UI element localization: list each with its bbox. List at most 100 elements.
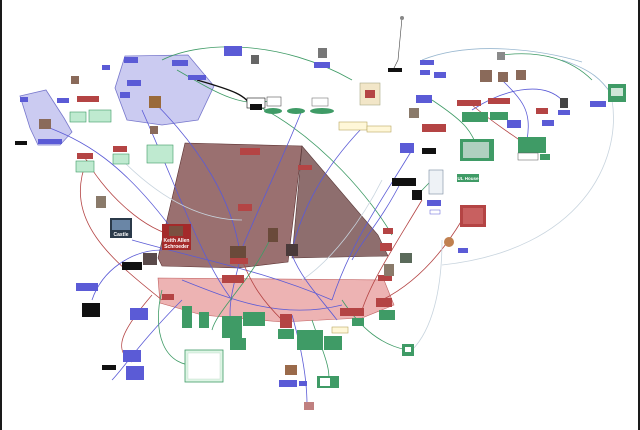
node-box[interactable] [400,143,414,153]
node-box[interactable] [392,178,416,186]
node-box[interactable] [102,365,116,370]
node-box[interactable] [488,98,510,104]
node-box[interactable] [69,111,87,123]
node-box[interactable] [102,65,110,70]
node-box[interactable] [224,46,242,56]
node-box[interactable] [75,160,95,173]
node-box[interactable] [146,144,174,164]
node-box[interactable] [405,347,411,352]
node-image[interactable] [444,237,454,247]
node-dot[interactable] [400,16,404,20]
node-box[interactable] [434,72,446,78]
node-box[interactable] [15,141,27,145]
node-box[interactable] [162,294,174,300]
node-box[interactable] [278,329,294,339]
node-box[interactable] [57,98,69,103]
node-box[interactable] [113,146,127,152]
node-box[interactable] [428,169,444,195]
node-box[interactable] [340,308,364,316]
node-box[interactable] [299,381,307,386]
node-box[interactable] [540,154,550,160]
ul-house-node[interactable] [457,174,479,182]
node-box[interactable] [123,350,141,362]
node-box[interactable] [379,310,395,320]
node-image[interactable] [149,96,161,108]
node-image[interactable] [96,196,106,208]
node-box[interactable] [498,72,508,82]
node-box[interactable] [297,330,323,350]
node-box[interactable] [38,139,62,144]
node-box[interactable] [338,121,368,131]
node-box[interactable] [507,120,521,128]
node-box[interactable] [560,98,568,108]
node-box[interactable] [427,200,441,206]
node-box[interactable] [240,148,260,155]
node-box[interactable] [187,352,221,380]
node-box[interactable] [230,258,248,264]
node-image[interactable] [82,303,100,317]
node-box[interactable] [611,88,623,96]
node-image[interactable] [412,190,422,200]
node-ellipse[interactable] [310,108,334,114]
node-box[interactable] [388,68,402,72]
node-box[interactable] [77,96,99,102]
node-image[interactable] [304,402,314,410]
node-ellipse[interactable] [264,108,282,114]
node-box[interactable] [366,125,392,133]
node-box[interactable] [378,275,392,281]
node-image[interactable] [268,228,278,242]
node-box[interactable] [20,97,28,102]
node-box[interactable] [331,326,349,334]
node-box[interactable] [517,152,539,161]
node-image[interactable] [463,208,483,224]
node-image[interactable] [143,253,157,265]
node-box[interactable] [130,308,148,320]
node-box[interactable] [420,70,430,75]
node-box[interactable] [188,75,206,80]
node-box[interactable] [222,316,242,338]
node-box[interactable] [416,95,432,103]
node-box[interactable] [490,112,508,120]
node-box[interactable] [463,142,489,158]
node-ellipse[interactable] [287,108,305,114]
node-box[interactable] [352,318,364,326]
node-box[interactable] [376,298,392,307]
node-box[interactable] [422,124,446,132]
node-box[interactable] [250,104,262,110]
node-box[interactable] [409,108,419,118]
node-box[interactable] [518,137,546,153]
node-image[interactable] [286,244,298,256]
node-image[interactable] [318,48,327,58]
node-box[interactable] [88,109,112,123]
node-image[interactable] [71,76,79,84]
node-box[interactable] [266,96,282,107]
node-box[interactable] [238,204,252,211]
node-box[interactable] [120,92,130,98]
node-box[interactable] [279,380,297,387]
node-box[interactable] [127,80,141,86]
node-box[interactable] [380,243,392,251]
node-box[interactable] [230,338,246,350]
node-image[interactable] [365,90,375,98]
node-box[interactable] [422,148,436,154]
node-box[interactable] [311,97,329,107]
node-box[interactable] [558,110,570,115]
node-box[interactable] [112,153,130,165]
node-box[interactable] [243,312,265,326]
node-box[interactable] [222,275,244,283]
node-box[interactable] [280,314,292,328]
node-box[interactable] [383,228,393,234]
node-box[interactable] [590,101,606,107]
node-image[interactable] [400,253,412,263]
node-image[interactable] [285,365,297,375]
node-box[interactable] [457,100,481,106]
node-box[interactable] [320,378,330,386]
node-box[interactable] [542,120,554,126]
node-image[interactable] [39,119,51,129]
node-box[interactable] [497,52,505,60]
node-box[interactable] [429,209,441,215]
node-image[interactable] [150,126,158,134]
node-box[interactable] [516,70,526,80]
node-box[interactable] [480,70,492,82]
node-box[interactable] [298,165,312,170]
